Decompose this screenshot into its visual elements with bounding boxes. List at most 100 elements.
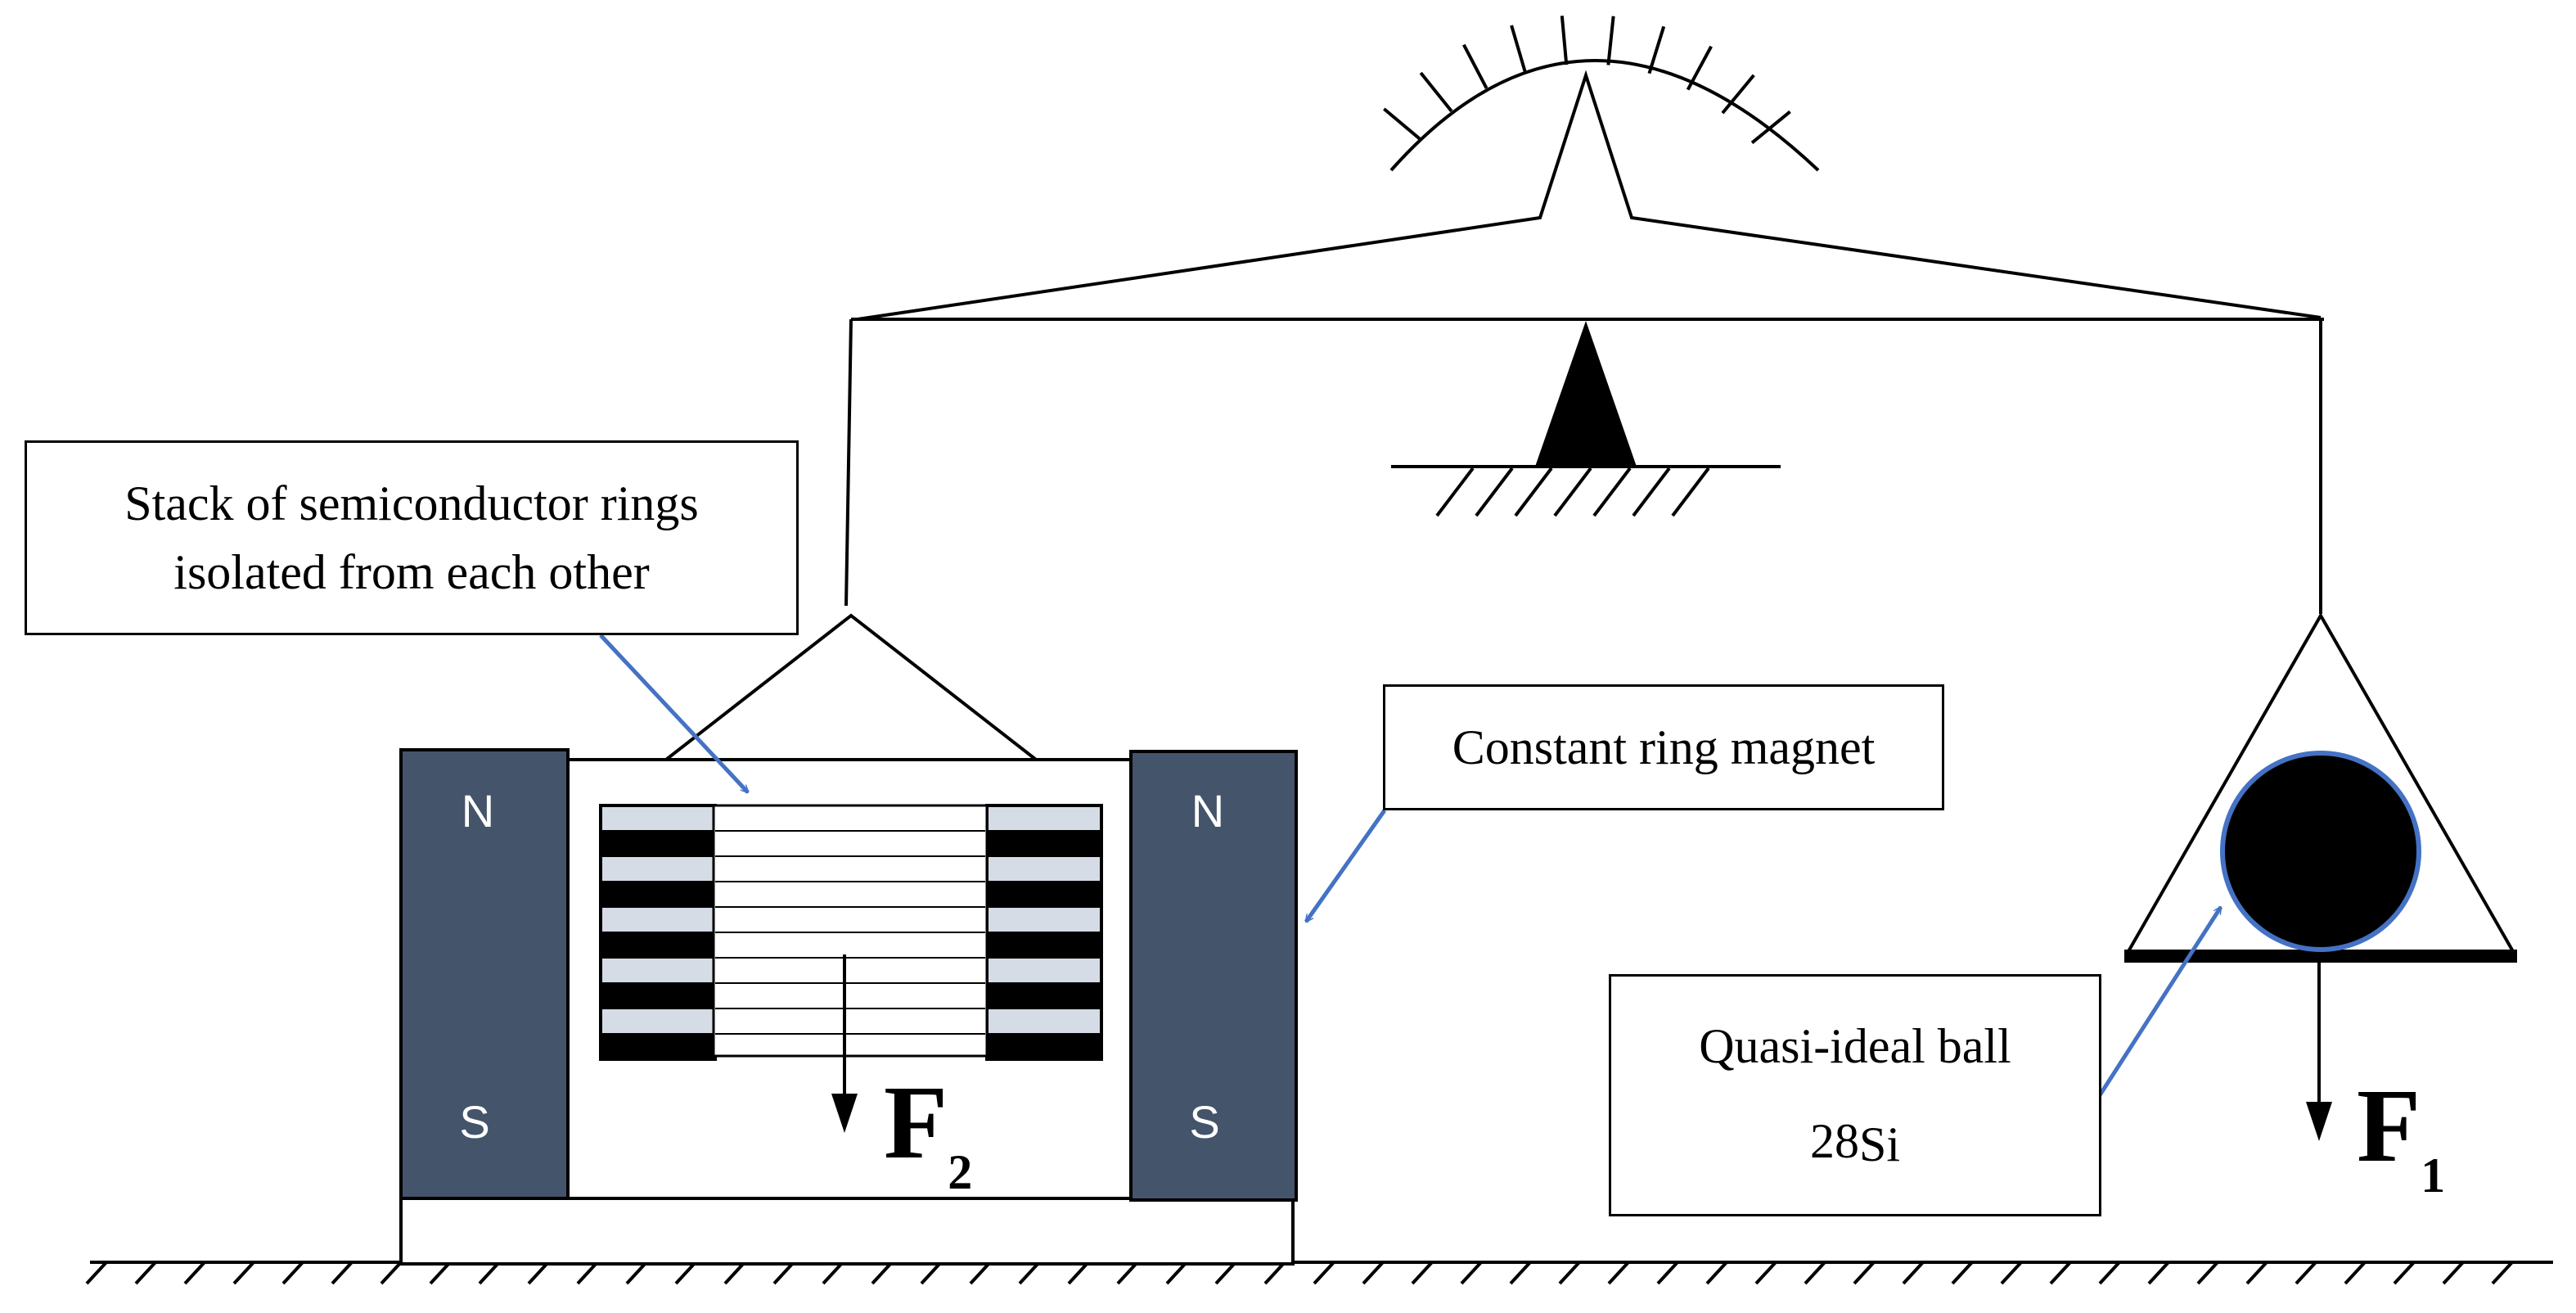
ground-hatch-line	[2000, 1261, 2023, 1285]
ring-segment	[600, 906, 716, 933]
ground-hatch-line	[232, 1261, 255, 1285]
ground-hatch-line	[380, 1261, 403, 1285]
ground-hatch-line	[1804, 1261, 1826, 1285]
ring-segment	[986, 982, 1102, 1009]
dial-tick	[1647, 25, 1666, 74]
element-symbol: Si	[1858, 1117, 1901, 1171]
ground-hatch-line	[1853, 1261, 1876, 1285]
ring-segment	[600, 957, 716, 984]
ground-hatch-line	[576, 1261, 599, 1285]
callout-ball-line1: Quasi-ideal ball	[1699, 1019, 2011, 1073]
ground-hatch-line	[1411, 1261, 1434, 1285]
callout-ball-line2: 28Si	[1810, 1095, 1900, 1193]
ground-hatch-line	[331, 1261, 354, 1285]
fulcrum-hatch-line	[1632, 467, 1671, 517]
ground-hatch-line	[134, 1261, 157, 1285]
callout-ring-magnet: Constant ring magnet	[1383, 684, 1944, 810]
magnet-left-north: N	[462, 785, 494, 837]
ground-hatch-line	[1656, 1261, 1679, 1285]
rings-pointer	[599, 634, 750, 792]
dial-tick	[1686, 45, 1713, 91]
ground-hatch-line	[969, 1261, 992, 1285]
ground-hatch-line	[183, 1261, 206, 1285]
ground-hatch-line	[1362, 1261, 1385, 1285]
isotope-mass-number: 28	[1809, 1114, 1859, 1168]
ring-segment	[600, 855, 716, 882]
ground-hatch-line	[723, 1261, 746, 1285]
callout-rings-line2: isolated from each other	[173, 545, 650, 599]
magnet-right-south: S	[1189, 1096, 1219, 1148]
ring-segment	[600, 932, 716, 959]
ring-segment	[600, 881, 716, 908]
fulcrum-hatch-line	[1553, 467, 1592, 517]
ground-hatch-line	[2049, 1261, 2072, 1285]
fulcrum-hatch-line	[1592, 467, 1632, 517]
ground-hatch-line	[281, 1261, 304, 1285]
ball-pointer	[2097, 907, 2223, 1097]
ring-segment	[986, 906, 1102, 933]
ground-hatch-line	[822, 1261, 844, 1285]
ring-segment	[986, 932, 1102, 959]
scale-dial	[1383, 16, 1820, 172]
ground-hatch-line	[2196, 1261, 2219, 1285]
left-hanger	[606, 613, 1097, 807]
ground-hatch-line	[429, 1261, 452, 1285]
ring-segment	[986, 855, 1102, 882]
ground-hatch-line	[1951, 1261, 1974, 1285]
dial-tick	[1721, 74, 1755, 115]
force-label-f2: F2	[884, 1064, 972, 1199]
ground-hatch-line	[1165, 1261, 1188, 1285]
dial-tick	[1419, 71, 1453, 113]
dial-tick	[1606, 16, 1615, 65]
dial-tick	[1750, 110, 1791, 144]
ground-hatch-line	[1558, 1261, 1581, 1285]
ground-hatch-line	[1705, 1261, 1728, 1285]
silicon-ball	[2220, 751, 2421, 952]
callout-rings-line1: Stack of semiconductor rings	[124, 476, 699, 530]
ground-hatch-line	[2147, 1261, 2170, 1285]
ground-hatch-line	[1116, 1261, 1139, 1285]
ring-segment	[986, 881, 1102, 908]
ground-hatch-line	[85, 1261, 108, 1285]
ground-hatch-line	[2442, 1261, 2465, 1285]
ground-hatch-line	[772, 1261, 795, 1285]
ring-segment	[600, 1008, 716, 1035]
ground-hatch-line	[1263, 1261, 1286, 1285]
dial-tick	[1560, 16, 1569, 65]
magnet-left	[399, 748, 570, 1200]
fulcrum-hatch-line	[1435, 467, 1475, 517]
ground-hatch-line	[2295, 1261, 2317, 1285]
ring-segment	[986, 957, 1102, 984]
magnet-pointer	[1304, 809, 1387, 922]
ring-segment	[600, 982, 716, 1009]
ground-hatch-line	[1754, 1261, 1777, 1285]
ground-hatch-line	[674, 1261, 697, 1285]
force-arrow-f2	[831, 954, 858, 1133]
force-label-f1: F1	[2357, 1067, 2445, 1202]
ground-hatch-line	[2245, 1261, 2268, 1285]
magnet-left-south: S	[459, 1096, 489, 1148]
ground-hatch-line	[1214, 1261, 1237, 1285]
ring-segment	[986, 1033, 1102, 1060]
magnet-right	[1129, 750, 1298, 1202]
ground-hatch-line	[1067, 1261, 1090, 1285]
ground-hatch-line	[1607, 1261, 1630, 1285]
ground-hatch-line	[920, 1261, 943, 1285]
fulcrum-hatch-line	[1671, 467, 1710, 517]
callout-magnet-label: Constant ring magnet	[1452, 720, 1876, 774]
ring-segment	[986, 1008, 1102, 1035]
ring-segment	[986, 830, 1102, 857]
balance-beam	[844, 70, 2324, 614]
fulcrum	[1391, 321, 1781, 517]
ground-hatch-line	[1313, 1261, 1335, 1285]
magnet-right-north: N	[1191, 785, 1224, 837]
right-pan	[2124, 611, 2517, 963]
ground-hatch-line	[1018, 1261, 1041, 1285]
ground-hatch-line	[1509, 1261, 1532, 1285]
ground-hatch-line	[2344, 1261, 2367, 1285]
ground-hatch-line	[478, 1261, 501, 1285]
callout-silicon-ball: Quasi-ideal ball 28Si	[1609, 974, 2101, 1216]
fulcrum-hatch-line	[1475, 467, 1514, 517]
ground-hatch-line	[527, 1261, 550, 1285]
